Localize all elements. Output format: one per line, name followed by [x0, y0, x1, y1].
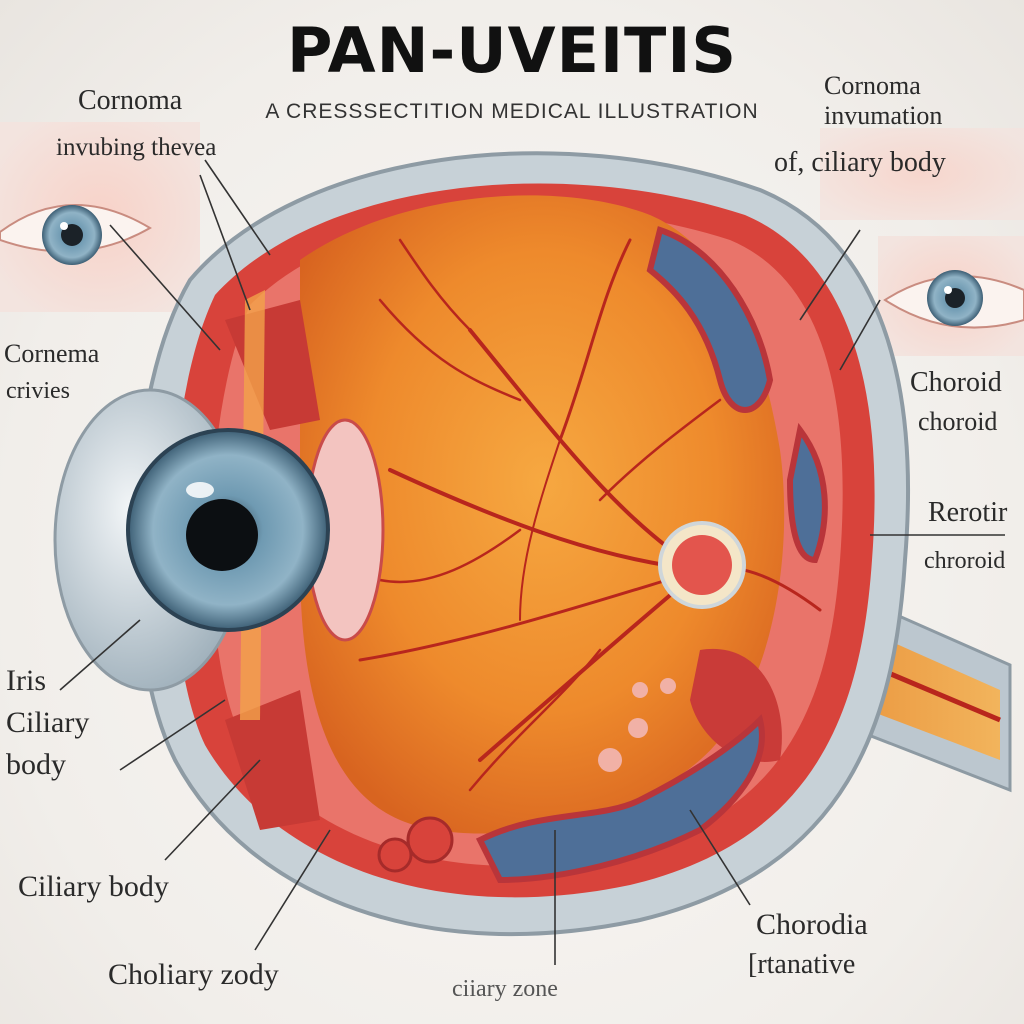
inflamed-choroid-right — [646, 226, 828, 762]
label-bottom-center: ciiary zone — [452, 976, 558, 1002]
page-title: PAN-UVEITIS — [286, 14, 738, 87]
label-retina: Rerotir — [928, 497, 1008, 528]
inset-eye-top-left — [0, 122, 200, 312]
label-mid-left-line2: crivies — [6, 378, 70, 404]
label-choroid: Choroid — [910, 367, 1002, 398]
optic-disc — [658, 521, 746, 609]
label-choliary-zody: Choliary zody — [108, 958, 279, 991]
page-subtitle: A CRESSSECTITION MEDICAL ILLUSTRATION — [265, 100, 759, 123]
label-bottom-right-line1: Chorodia — [756, 908, 868, 941]
label-choroid-lower: choroid — [918, 407, 998, 436]
inflamed-choroid-bottom — [377, 678, 765, 884]
label-top-right-line3: of, ciliary body — [774, 147, 946, 178]
label-retina-choroid: chroroid — [924, 548, 1006, 574]
label-top-right-line1: Cornoma — [824, 71, 921, 100]
label-top-right-line2: invumation — [824, 101, 943, 130]
label-iris: Iris — [6, 664, 46, 697]
label-bottom-right-line2: [rtanative — [748, 949, 856, 980]
label-top-left-line1: Cornoma — [78, 85, 183, 116]
leader-lines — [59, 159, 1005, 965]
front-of-eye — [53, 388, 330, 692]
label-ciliary-body: Ciliary body — [18, 870, 169, 903]
label-iris-body: body — [6, 748, 66, 781]
label-iris-ciliary: Ciliary — [6, 706, 90, 739]
label-mid-left-line1: Cornema — [4, 339, 100, 368]
label-top-left-line2: invubing thevea — [56, 134, 217, 161]
fundus — [300, 195, 785, 834]
inset-eye-top-right — [820, 128, 1024, 356]
